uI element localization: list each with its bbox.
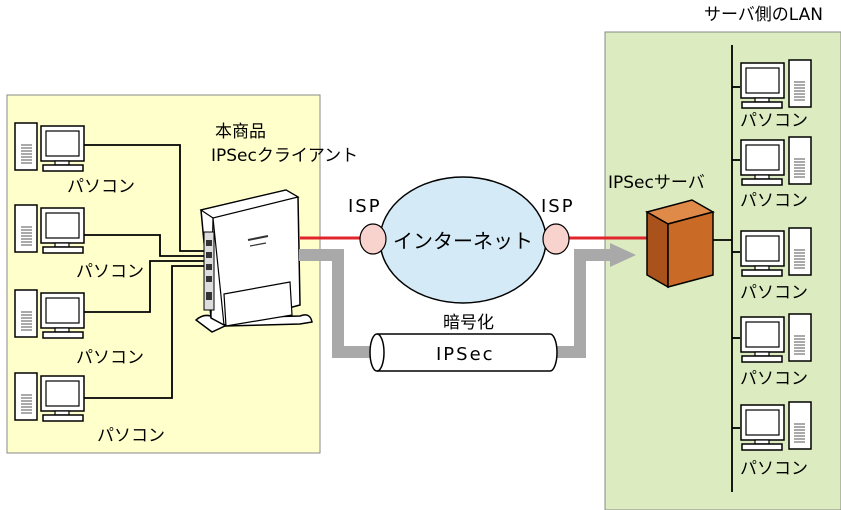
- server-pc-4: パソコン: [740, 313, 812, 389]
- server-pc-label: パソコン: [740, 459, 808, 479]
- internet-label: インターネット: [393, 229, 533, 253]
- server-pc-label: パソコン: [740, 283, 808, 303]
- isp-label-left: ISP: [348, 196, 382, 217]
- tunnel-caption: 暗号化: [443, 313, 494, 333]
- server-pc-3: パソコン: [740, 227, 812, 303]
- server-pc-2: パソコン: [740, 136, 812, 211]
- ipsec-server-box: [645, 199, 715, 289]
- client-pc-label: パソコン: [67, 177, 135, 197]
- server-pc-label: パソコン: [740, 191, 808, 211]
- client-pc-2: パソコン: [14, 204, 144, 282]
- server-pc-5: パソコン: [740, 401, 812, 479]
- router-title-line2: IPSecクライアント: [211, 146, 358, 166]
- isp-label-right: ISP: [541, 196, 575, 217]
- server-lan-cables: [713, 45, 740, 492]
- client-pc-3: パソコン: [14, 289, 144, 368]
- isp-node-left: [359, 223, 387, 255]
- tunnel-arrow: [299, 249, 612, 358]
- client-pc-label: パソコン: [76, 348, 144, 368]
- ipsec-tunnel: [369, 333, 558, 372]
- client-lan-cables: [84, 144, 207, 399]
- server-label: IPSecサーバ: [608, 173, 705, 193]
- client-pc-1: パソコン: [14, 122, 135, 197]
- server-lan-title: サーバ側のLAN: [704, 5, 823, 25]
- tunnel-label: IPSec: [436, 344, 495, 365]
- tunnel-arrowhead: [610, 243, 636, 267]
- server-pc-1: パソコン: [740, 59, 812, 131]
- isp-node-right: [542, 223, 570, 255]
- router-title-line1: 本商品: [215, 122, 266, 142]
- client-pc-label: パソコン: [76, 262, 144, 282]
- client-pc-label: パソコン: [97, 426, 165, 446]
- router-device: [194, 189, 313, 333]
- server-pc-label: パソコン: [740, 369, 808, 389]
- client-pc-4: パソコン: [14, 372, 165, 446]
- server-pc-label: パソコン: [740, 111, 808, 131]
